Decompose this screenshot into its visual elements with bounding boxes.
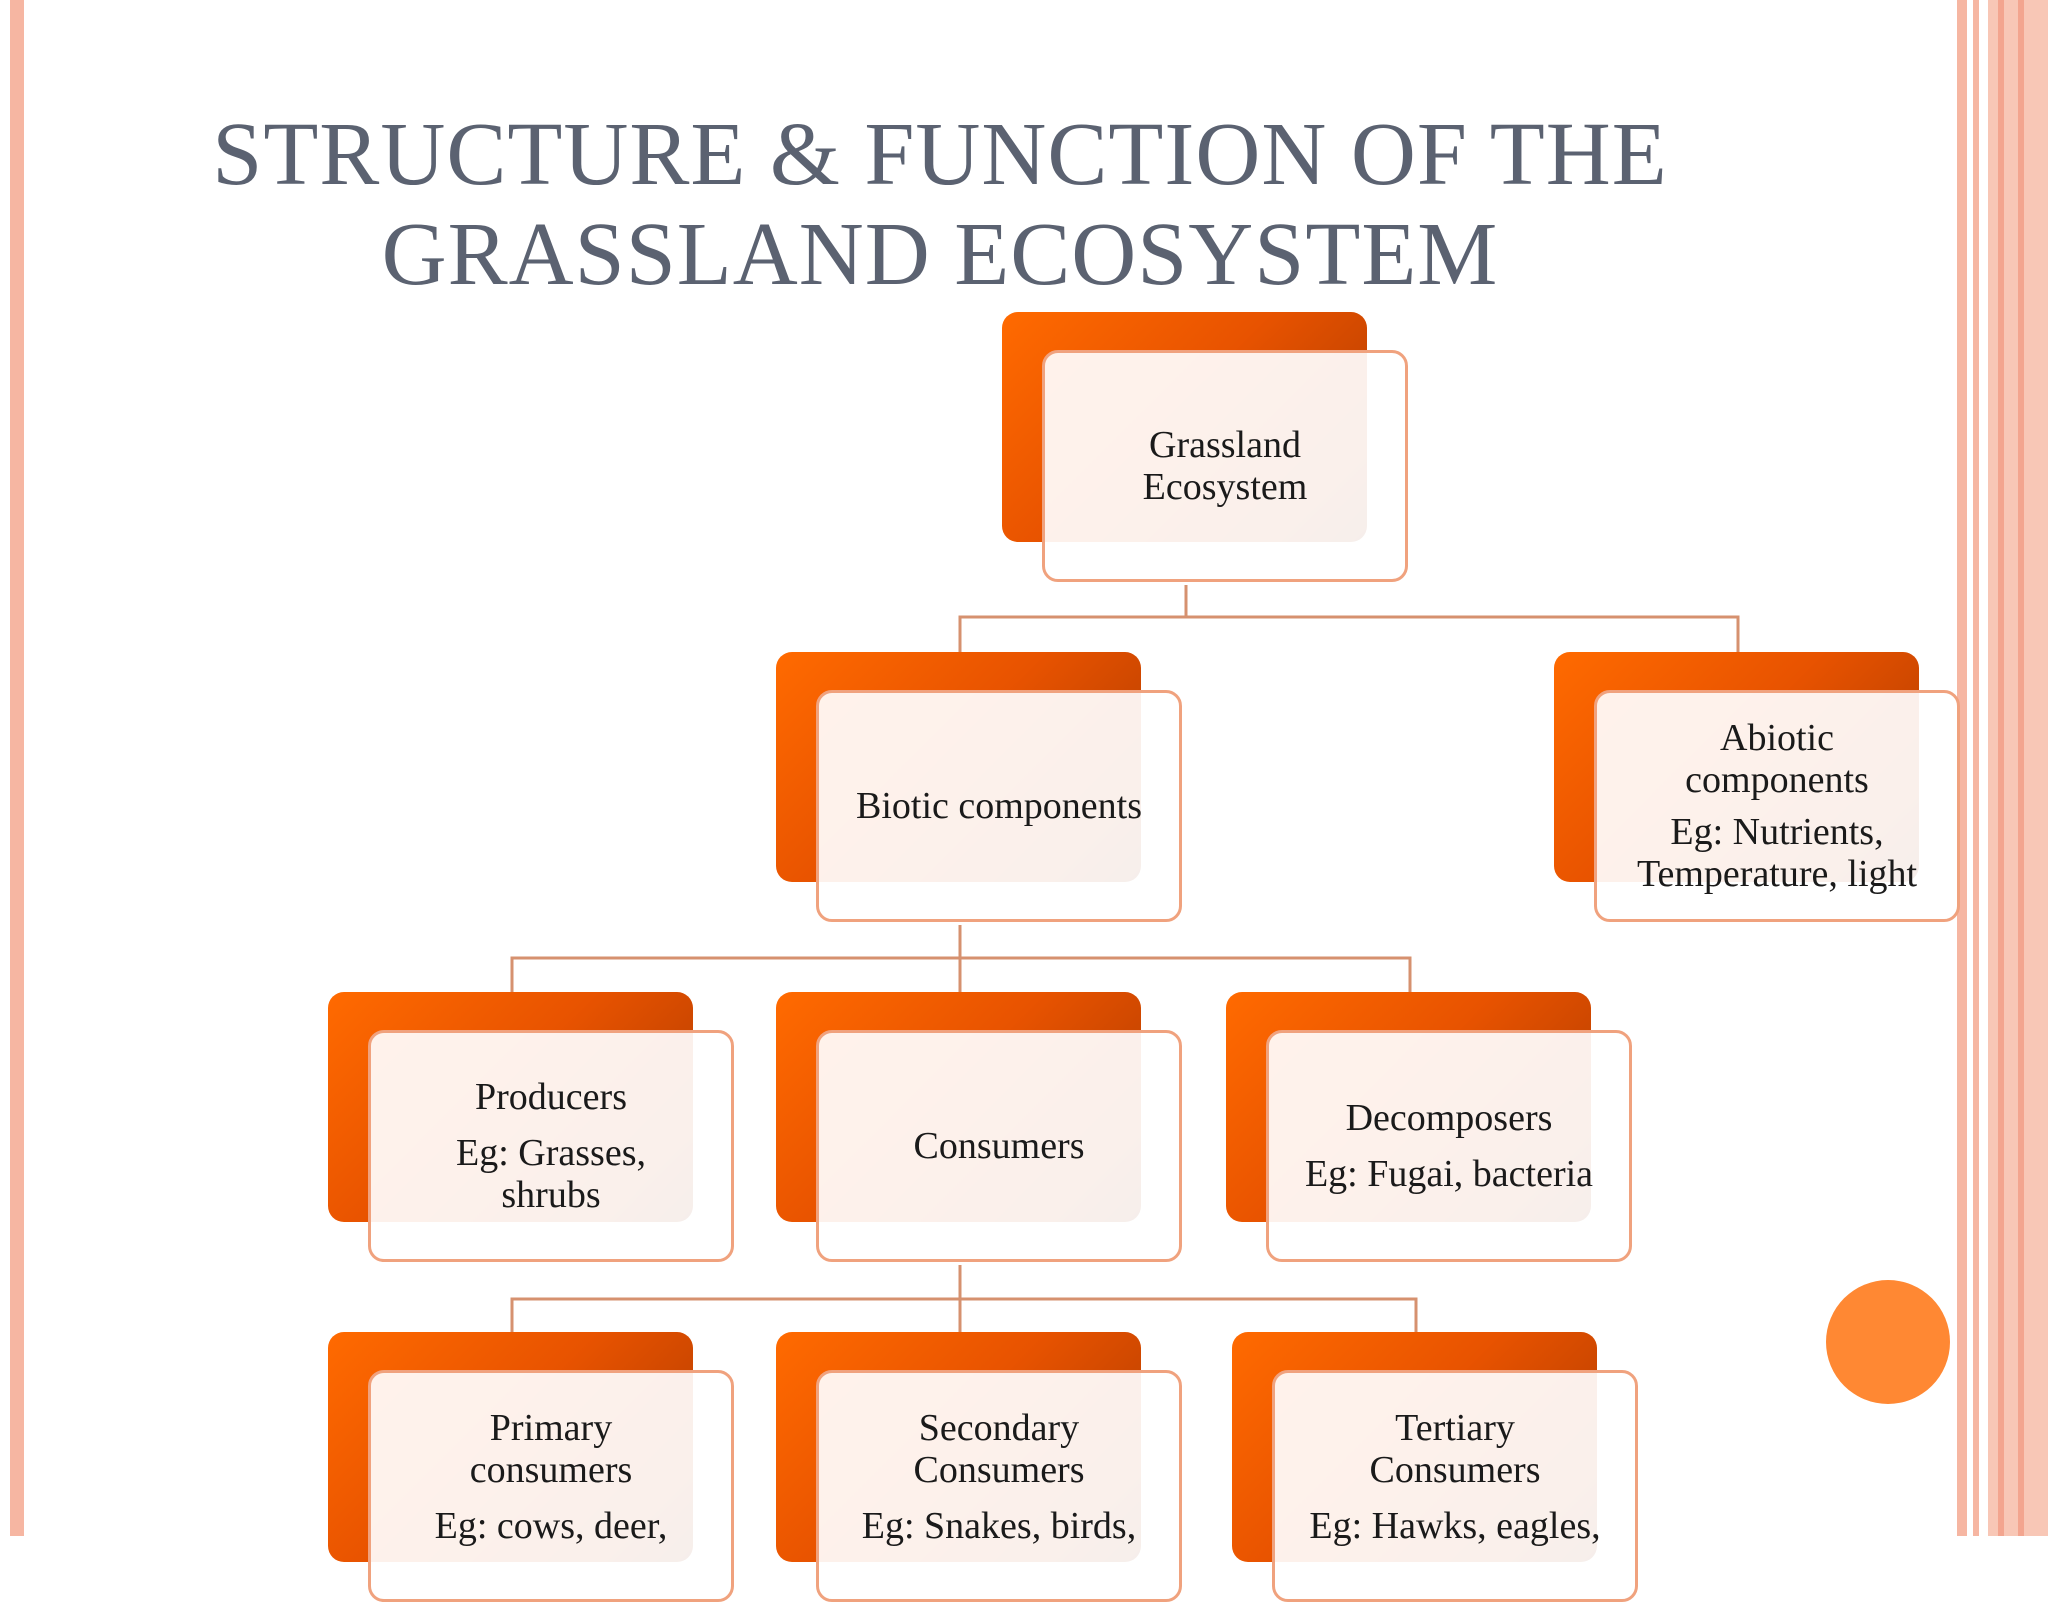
node-label: Abiotic components [1685, 717, 1869, 801]
connector-lines [510, 585, 1740, 1332]
node-description: Eg: Fugai, bacteria [1304, 1153, 1594, 1195]
slide-border-right [1973, 0, 1979, 1536]
node-label: Biotic components [855, 785, 1143, 827]
node-card: Tertiary Consumers Eg: Hawks, eagles, [1272, 1370, 1638, 1602]
node-abiotic-components: Abiotic components Eg: Nutrients, Temper… [1554, 652, 1960, 922]
node-label: Decomposers [1345, 1097, 1553, 1139]
node-grassland-ecosystem: Grassland Ecosystem [1002, 312, 1408, 582]
node-producers: Producers Eg: Grasses, shrubs [328, 992, 734, 1262]
node-description: Eg: Grasses, shrubs [456, 1132, 646, 1216]
node-tertiary-consumers: Tertiary Consumers Eg: Hawks, eagles, [1232, 1332, 1638, 1602]
node-card: Secondary Consumers Eg: Snakes, birds, [816, 1370, 1182, 1602]
node-description: Eg: Nutrients, Temperature, light [1636, 811, 1918, 895]
slide-border-right [1957, 0, 1967, 1536]
slide-border-right [1988, 0, 2048, 1536]
slide-border-left [10, 0, 24, 1536]
node-card: Decomposers Eg: Fugai, bacteria [1266, 1030, 1632, 1262]
connector-consumers [510, 1265, 1418, 1332]
title-line-2: GRASSLAND ECOSYSTEM [381, 205, 1499, 304]
connector-root [958, 585, 1740, 652]
node-consumers: Consumers [776, 992, 1182, 1262]
node-description: Eg: Snakes, birds, [861, 1505, 1137, 1547]
node-decomposers: Decomposers Eg: Fugai, bacteria [1226, 992, 1632, 1262]
connector-biotic [510, 925, 1412, 992]
node-secondary-consumers: Secondary Consumers Eg: Snakes, birds, [776, 1332, 1182, 1602]
node-primary-consumers: Primary consumers Eg: cows, deer, [328, 1332, 734, 1602]
accent-circle [1826, 1280, 1950, 1404]
node-label: Secondary Consumers [913, 1407, 1085, 1491]
slide-title: STRUCTURE & FUNCTION OF THE GRASSLAND EC… [120, 105, 1760, 305]
node-card: Primary consumers Eg: cows, deer, [368, 1370, 734, 1602]
node-label: Consumers [913, 1125, 1085, 1167]
node-card: Consumers [816, 1030, 1182, 1262]
node-description: Eg: Hawks, eagles, [1309, 1505, 1601, 1547]
node-label: Primary consumers [469, 1407, 633, 1491]
node-description: Eg: cows, deer, [434, 1505, 668, 1547]
title-line-1: STRUCTURE & FUNCTION OF THE [212, 105, 1668, 204]
node-label: Producers [475, 1076, 627, 1118]
node-label: Tertiary Consumers [1369, 1407, 1541, 1491]
node-card: Biotic components [816, 690, 1182, 922]
node-card: Abiotic components Eg: Nutrients, Temper… [1594, 690, 1960, 922]
node-card: Producers Eg: Grasses, shrubs [368, 1030, 734, 1262]
node-biotic-components: Biotic components [776, 652, 1182, 922]
node-card: Grassland Ecosystem [1042, 350, 1408, 582]
node-label: Grassland Ecosystem [1142, 424, 1308, 508]
